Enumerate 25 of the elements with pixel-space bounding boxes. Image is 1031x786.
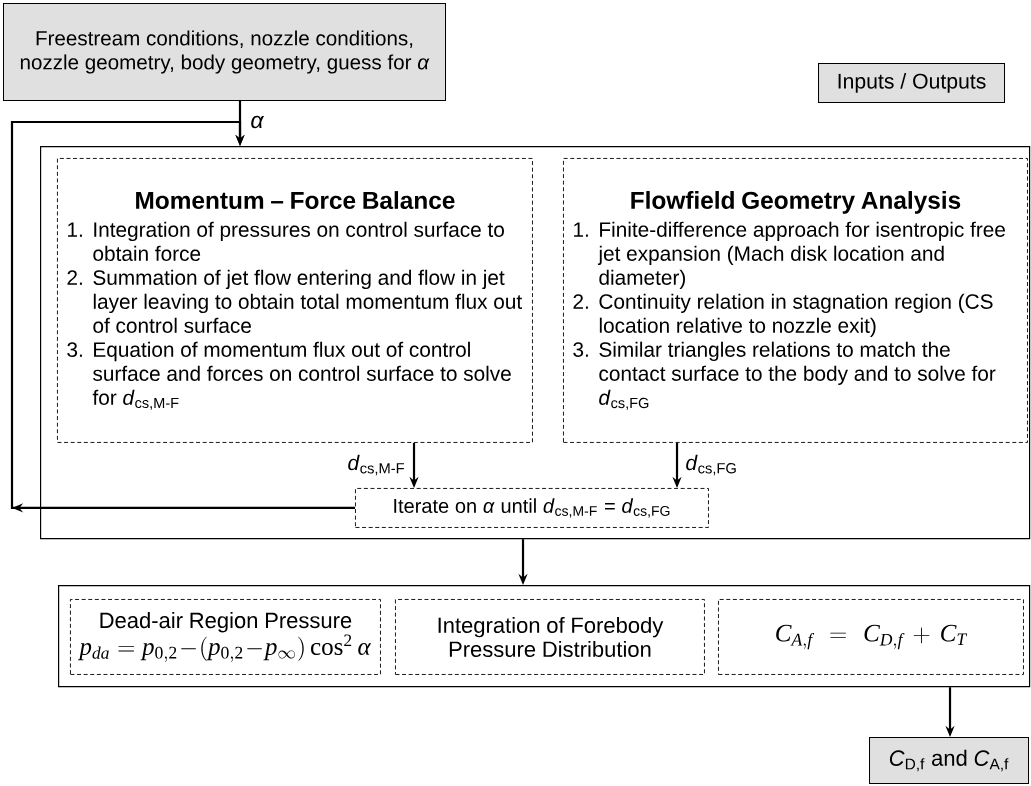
legend-box: Inputs / Outputs — [818, 63, 1005, 103]
list-item: 2. Continuity relation in stagnation region (CS location relative to nozzle exit) — [573, 293, 993, 337]
heading: Flowfield Geometry Analysis — [631, 191, 961, 214]
heading: Momentum – Force Balance — [136, 191, 455, 210]
process-box: Iterate on α until d$_{cs,M-F}$ = d$_{cs,FG}$ — [355, 488, 709, 528]
list-item: 2. Summation of jet flow entering and flow in jet layer leaving to obtain total momentum flux out of control surface — [67, 269, 522, 333]
edge-label: d$_{cs,FG}$ — [683, 452, 740, 478]
group-box — [58, 585, 1031, 688]
loop-box — [40, 146, 1031, 540]
list-item: 1. Finite-difference approach for isentropic free jet expansion (Mach disk location and diameter) — [574, 221, 1005, 289]
list-item: 3. Similar triangles relations to match the contact surface to the body and to solve for d$_{cs,FG}$ — [573, 341, 996, 410]
list-item: 1. Integration of pressures on control surface to obtain force — [68, 221, 504, 261]
process-box: Integration of Forebody Pressure Distribution — [395, 599, 705, 675]
arrow — [10, 120, 355, 513]
formula: $p_{da} = p_{0,2} - (p_{0,2} - p_{\infty})\cos^{2}\alpha$ — [78, 634, 371, 662]
process-box — [70, 599, 381, 675]
process-box: $C_{A,f} = C_{D,f} + C_{T}$ — [718, 599, 1024, 675]
edge-label: α — [248, 113, 267, 131]
output-box: C$_{D,f}$ and C$_{A,f}$ — [869, 737, 1029, 784]
edge-label: d$_{cs,M-F}$ — [345, 452, 408, 478]
process-box — [57, 158, 533, 443]
list-item: 3. Equation of momentum flux out of control surface and forces on control surface to solve for d$_{cs,M-F}$ — [67, 341, 511, 410]
input-box: Freestream conditions, nozzle conditions, nozzle geometry, body geometry, guess for α — [3, 3, 446, 101]
process-box — [563, 158, 1028, 443]
box-heading: Dead-air Region Pressure — [100, 612, 352, 633]
